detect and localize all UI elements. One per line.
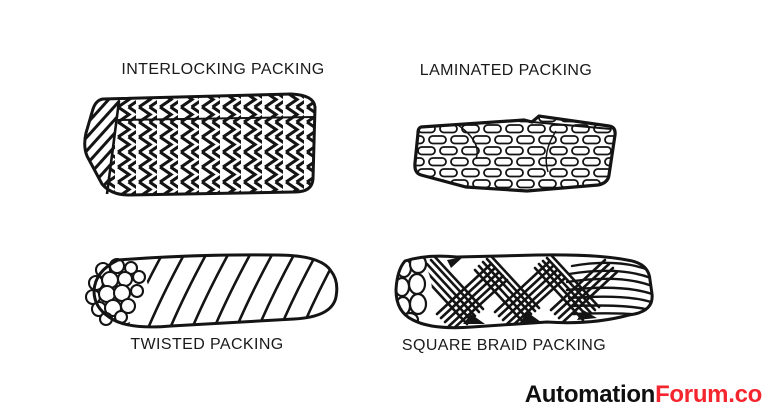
laminated-packing-label: LAMINATED PACKING [419,62,593,79]
twisted-packing-illustration [84,253,339,329]
laminated-packing-illustration [413,114,617,193]
twisted-packing-label: TWISTED PACKING [130,336,284,353]
watermark-automation: Automation [524,381,656,408]
interlocking-packing-label: INTERLOCKING PACKING [121,61,325,78]
watermark-brand: AutomationForum.co [524,381,763,409]
square-braid-packing-label: SQUARE BRAID PACKING [401,337,607,354]
interlocking-packing-illustration [83,92,317,197]
square-braid-packing-illustration [394,253,654,330]
watermark-forum: Forum.co [655,381,762,408]
